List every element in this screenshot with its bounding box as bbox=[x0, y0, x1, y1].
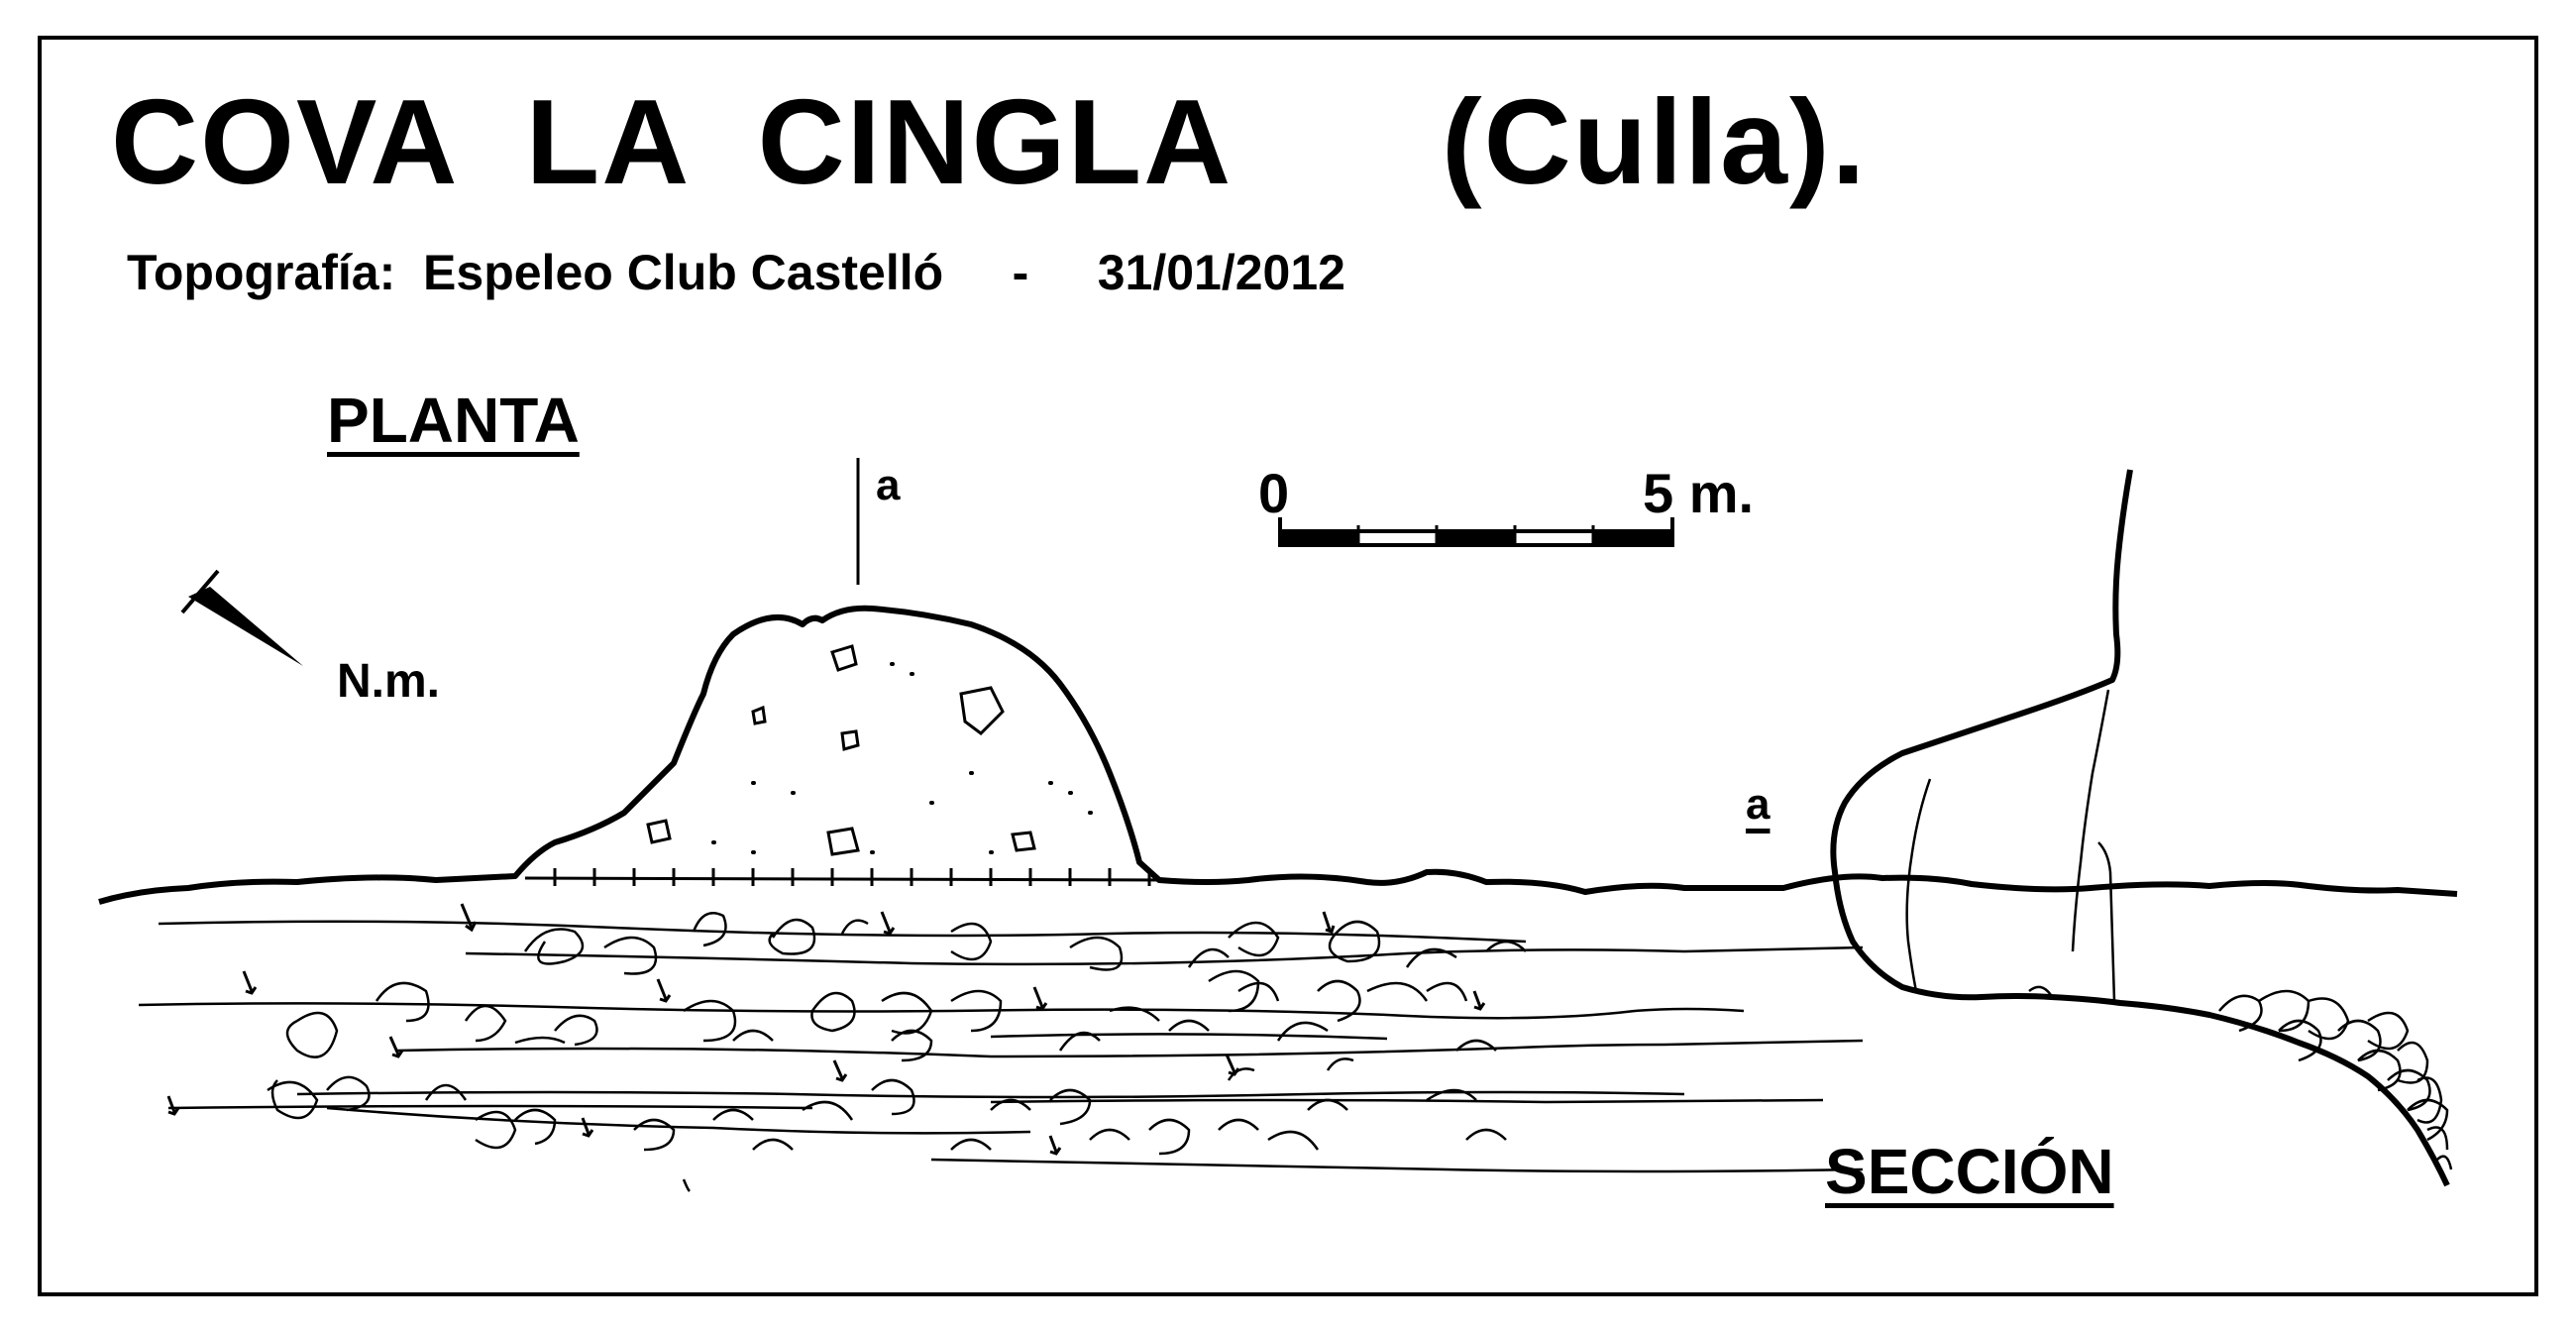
survey-credit: Topografía: Espeleo Club Castelló - 31/0… bbox=[127, 245, 1345, 300]
cave-title: COVA LA CINGLA (Culla). bbox=[111, 74, 1868, 209]
section-marker-section: a bbox=[1746, 780, 1771, 829]
section-view bbox=[1830, 469, 2453, 1187]
drawing-frame bbox=[38, 36, 2538, 1296]
scale-bar bbox=[1278, 517, 1674, 547]
plan-label: PLANTA bbox=[327, 385, 580, 456]
north-arrow-icon bbox=[180, 569, 303, 666]
scale-end-label: 5 m. bbox=[1643, 462, 1755, 524]
scale-start-label: 0 bbox=[1258, 462, 1290, 524]
plan-view bbox=[98, 605, 2458, 1192]
north-label: N.m. bbox=[337, 655, 441, 708]
section-label: SECCIÓN bbox=[1825, 1136, 2114, 1207]
section-marker-plan: a bbox=[876, 461, 901, 509]
